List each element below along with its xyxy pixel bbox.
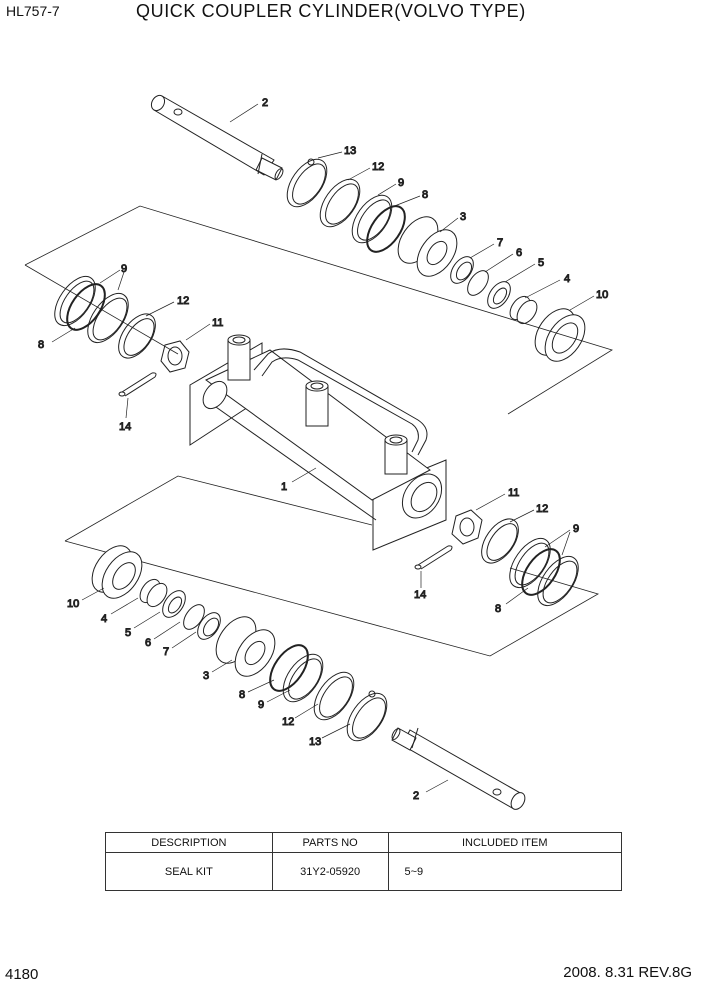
- callout-12-top: 12: [372, 161, 384, 173]
- table-header-row: DESCRIPTION PARTS NO INCLUDED ITEM: [105, 832, 622, 853]
- callout-12-lr: 12: [536, 503, 548, 515]
- upper-left-seals: [54, 276, 190, 397]
- callout-13-bottom: 13: [309, 736, 321, 748]
- callout-3-top: 3: [460, 211, 466, 223]
- dashed-guide-bottom: [64, 475, 600, 657]
- callout-9-top: 9: [398, 177, 404, 189]
- model-code: HL757-7: [6, 3, 60, 19]
- pin-top: [150, 94, 284, 181]
- callout-9-lr: 9: [573, 523, 579, 535]
- callout-labels: 2 13 12 9 8 3 7 6 5 4 10 9 8 12 11 14 1 …: [38, 97, 609, 803]
- callout-7-top: 7: [497, 237, 503, 249]
- callout-14-lr: 14: [414, 589, 426, 601]
- callout-13-top: 13: [344, 145, 356, 157]
- callout-12-ul: 12: [177, 295, 189, 307]
- dashed-guide-top: [24, 205, 613, 415]
- pin-bottom: [391, 727, 526, 810]
- callout-5-bottom: 5: [125, 627, 131, 639]
- exploded-parts-diagram: 2 13 12 9 8 3 7 6 5 4 10 9 8 12 11 14 1 …: [24, 94, 613, 810]
- table-row: SEAL KIT 31Y2-05920 5~9: [105, 852, 622, 891]
- col-header-included-item: INCLUDED ITEM: [387, 832, 622, 853]
- callout-11-lr: 11: [508, 487, 519, 499]
- bottom-seal-stack: [91, 545, 388, 742]
- cell-parts-no: 31Y2-05920: [271, 852, 389, 891]
- cylinder-body: [189, 334, 447, 551]
- page-title: QUICK COUPLER CYLINDER(VOLVO TYPE): [136, 1, 526, 21]
- callout-12-bottom: 12: [282, 716, 294, 728]
- callout-10-bottom: 10: [67, 598, 79, 610]
- callout-3-bottom: 3: [203, 670, 209, 682]
- callout-9-ul: 9: [121, 263, 127, 275]
- top-seal-stack: [286, 158, 586, 362]
- callout-2-bottom: 2: [413, 790, 419, 802]
- callout-4-bottom: 4: [101, 613, 107, 625]
- callout-2-top: 2: [262, 97, 268, 109]
- callout-1: 1: [281, 481, 287, 493]
- col-header-parts-no: PARTS NO: [271, 832, 389, 853]
- callout-5-top: 5: [538, 257, 544, 269]
- page-number: 4180: [5, 966, 39, 983]
- leader-lines: [51, 103, 595, 793]
- callout-14-ul: 14: [119, 421, 131, 433]
- callout-8-lr: 8: [495, 603, 501, 615]
- callout-8-bottom: 8: [239, 689, 245, 701]
- callout-8-top: 8: [422, 189, 428, 201]
- callout-8-ul: 8: [38, 339, 44, 351]
- col-header-description: DESCRIPTION: [105, 832, 273, 853]
- callout-10-top: 10: [596, 289, 608, 301]
- callout-4-top: 4: [564, 273, 570, 285]
- callout-6-bottom: 6: [145, 637, 151, 649]
- lower-right-seals: [414, 509, 579, 606]
- callout-9-bottom: 9: [258, 699, 264, 711]
- cell-description: SEAL KIT: [105, 852, 273, 891]
- parts-table: DESCRIPTION PARTS NO INCLUDED ITEM SEAL …: [105, 832, 622, 891]
- callout-7-bottom: 7: [163, 646, 169, 658]
- cell-included-item: 5~9: [387, 852, 622, 891]
- callout-11-ul: 11: [212, 317, 223, 329]
- callout-6-top: 6: [516, 247, 522, 259]
- revision-date: 2008. 8.31 REV.8G: [563, 964, 692, 981]
